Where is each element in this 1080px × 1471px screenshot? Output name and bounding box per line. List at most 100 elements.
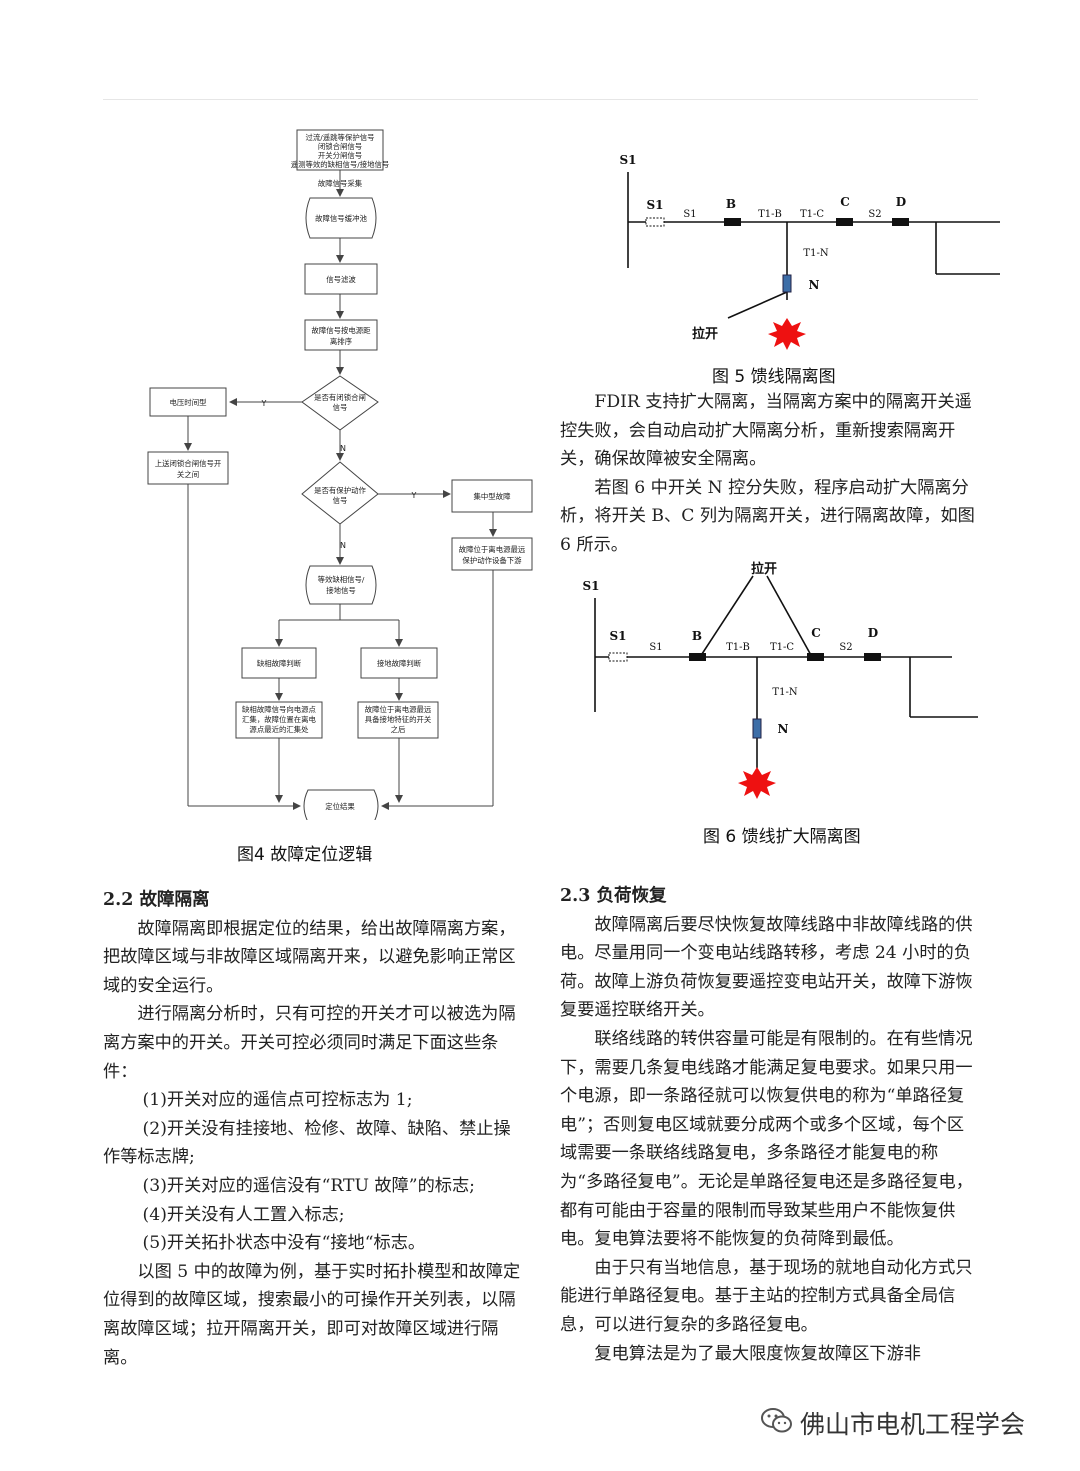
fault-location-flowchart: 过流/遥跳等保护信号 闭锁合闸信号 开关分闸信号 遥测等效的缺相信号/接地信号 …	[147, 129, 533, 820]
figure4-caption: 图4 故障定位逻辑	[237, 845, 373, 865]
fig5-d-label: D	[896, 195, 906, 209]
flow-collect-text: 故障信号采集	[318, 179, 363, 188]
switch-n	[782, 274, 792, 293]
flow-phase-judge-text: 缺相故障判断	[257, 659, 302, 668]
fig6-s1-seg-label: S1	[649, 642, 662, 653]
flow-yes-label-2: Y	[411, 491, 417, 500]
flow-decision-2	[301, 461, 379, 525]
flow-phase-result-text-1: 缺相故障信号向电源点	[242, 705, 317, 714]
fig5-s1-switch-label: S1	[646, 198, 663, 212]
fig6-t1n-label: T1-N	[772, 687, 797, 698]
fig5-t1b-label: T1-B	[758, 209, 782, 220]
paragraph: 复电算法是为了最大限度恢复故障区下游非	[594, 1343, 921, 1364]
fig6-source-label: S1	[582, 579, 599, 593]
flow-upstream-text-1: 上送闭锁合闸信号开	[155, 459, 222, 468]
flow-phase-result-text-2: 汇集，故障位置在离电	[242, 715, 317, 724]
fig6-t1b-label: T1-B	[726, 642, 750, 653]
flow-equiv-text-2: 接地信号	[326, 586, 356, 595]
paragraph: 以图 5 中的故障为例，基于实时拓扑模型和故障定位得到的故障区域，搜索最小的可操…	[103, 1261, 521, 1368]
switch-c	[836, 218, 853, 226]
flow-equiv-cylinder	[305, 565, 377, 605]
paragraph: FDIR 支持扩大隔离，当隔离方案中的隔离开关遥控失败，会自动启动扩大隔离分析，…	[560, 392, 972, 470]
flow-yes-label-1: Y	[261, 399, 267, 408]
flow-ground-result-box	[357, 701, 439, 739]
switch-s1-open	[645, 217, 665, 227]
paragraph: 若图 6 中开关 N 控分失败，程序启动扩大隔离分析，将开关 B、C 列为隔离开…	[560, 477, 975, 555]
header-rule	[103, 99, 978, 100]
condition-item: (5)开关拓扑状态中没有“接地“标志。	[142, 1233, 426, 1254]
condition-item: (3)开关对应的遥信没有“RTU 故障”的标志;	[142, 1175, 475, 1196]
flow-input-text-3: 开关分闸信号	[318, 151, 362, 160]
figure6-caption: 图 6 馈线扩大隔离图	[703, 827, 861, 847]
fig6-switch-c	[807, 653, 824, 661]
flow-sort-text-1: 故障信号按电源距	[311, 326, 371, 335]
flow-protect-text-2: 保护动作设备下游	[462, 556, 522, 565]
condition-item: (2)开关没有挂接地、检修、故障、缺陷、禁止操作等标志牌;	[103, 1118, 511, 1168]
flow-centralized-box	[451, 479, 533, 513]
fig6-switch-b	[689, 653, 706, 661]
fig6-switch-d	[864, 653, 881, 661]
flow-voltage-time-text: 电压时间型	[170, 398, 208, 407]
flow-filter-box	[304, 263, 378, 295]
left-column: 2.2 故障隔离 故障隔离即根据定位的结果，给出故障隔离方案，把故障区域与非故障…	[103, 886, 521, 1372]
flow-ground-judge-text: 接地故障判断	[377, 659, 422, 668]
fig6-s1-switch-label: S1	[609, 629, 626, 643]
fig5-open-label: 拉开	[692, 326, 718, 342]
flow-ground-result-text-2: 具备接地特征的开关	[365, 715, 432, 724]
paragraph: 故障隔离即根据定位的结果，给出故障隔离方案，把故障区域与非故障区域隔离开来，以避…	[103, 918, 516, 996]
feeder-expanded-isolation-diagram: S1 S1 S1 B T1-B T1-C C S2 D T1-N N 拉开	[582, 561, 978, 799]
feeder-isolation-diagram: S1 S1 S1 B T1-B T1-C C S2 D T1-N N 拉开	[619, 153, 1000, 350]
flow-centralized-text: 集中型故障	[474, 492, 512, 501]
flow-decision2-text-1: 是否有保护动作	[314, 486, 366, 495]
flow-phase-result-box	[235, 701, 323, 739]
paragraph: 由于只有当地信息，基于现场的就地自动化方式只能进行单路径复电。基于主站的控制方式…	[560, 1257, 973, 1335]
flow-ground-result-text-3: 之后	[391, 725, 406, 734]
right-upper-text: FDIR 支持扩大隔离，当隔离方案中的隔离开关遥控失败，会自动启动扩大隔离分析，…	[560, 388, 978, 560]
fault-burst-icon	[768, 318, 806, 350]
fig6-d-label: D	[868, 626, 878, 640]
flow-equiv-text-1: 等效缺相信号/	[318, 575, 365, 584]
paragraph: 故障隔离后要尽快恢复故障线路中非故障线路的供电。尽量用同一个变电站线路转移，考虑…	[560, 914, 973, 1021]
fig5-n-label: N	[809, 278, 820, 292]
switch-b	[724, 218, 741, 226]
flow-result-text: 定位结果	[325, 802, 355, 811]
flow-decision1-text-1: 是否有闭锁合闸	[314, 393, 366, 402]
flow-upstream-box	[147, 451, 229, 485]
fig6-s2-label: S2	[839, 642, 852, 653]
flow-ground-judge-box	[360, 647, 438, 679]
section-heading-2-3: 2.3 负荷恢复	[560, 886, 667, 906]
fig5-t1c-label: T1-C	[800, 209, 824, 220]
wechat-icon	[761, 1408, 792, 1433]
paragraph: 进行隔离分析时，只有可控的开关才可以被选为隔离方案中的开关。开关可控必须同时满足…	[103, 1004, 516, 1082]
fig6-open-label: 拉开	[751, 561, 777, 577]
fig6-switch-s1-open	[608, 652, 628, 662]
flow-decision2-text-2: 信号	[333, 496, 348, 505]
condition-item: (4)开关没有人工置入标志;	[142, 1204, 345, 1225]
flow-buffer-cylinder	[305, 197, 377, 239]
flow-protect-text-1: 故障位于离电源最远	[459, 545, 526, 554]
flow-no-label-1: N	[340, 444, 346, 453]
flow-phase-result-text-3: 源点最近的汇集处	[249, 725, 309, 734]
flow-filter-text: 信号滤波	[326, 275, 356, 284]
watermark-text: 佛山市电机工程学会	[800, 1410, 1026, 1439]
fig5-b-label: B	[726, 197, 736, 211]
flow-no-label-2: N	[340, 541, 346, 550]
fig6-fault-burst-icon	[738, 767, 776, 799]
flow-sort-text-2: 离排序	[330, 337, 353, 346]
fig5-s2-label: S2	[868, 209, 881, 220]
flow-input-text-1: 过流/遥跳等保护信号	[305, 133, 374, 142]
fig5-source-label: S1	[619, 153, 636, 167]
fig6-b-label: B	[692, 629, 702, 643]
section-heading-2-2: 2.2 故障隔离	[103, 890, 210, 910]
flow-ground-result-text-1: 故障位于离电源最远	[365, 705, 432, 714]
condition-item: (1)开关对应的遥信点可控标志为 1;	[142, 1090, 413, 1111]
right-column: 2.3 负荷恢复 故障隔离后要尽快恢复故障线路中非故障线路的供电。尽量用同一个变…	[560, 882, 978, 1368]
flow-input-box	[296, 129, 384, 171]
fig5-s1-seg-label: S1	[683, 209, 696, 220]
figure5-caption: 图 5 馈线隔离图	[712, 367, 836, 387]
fig6-n-label: N	[778, 722, 789, 736]
flow-buffer-text: 故障信号缓冲池	[315, 214, 367, 223]
fig5-c-label: C	[840, 195, 850, 209]
switch-d	[892, 218, 909, 226]
fig5-t1n-label: T1-N	[803, 248, 828, 259]
